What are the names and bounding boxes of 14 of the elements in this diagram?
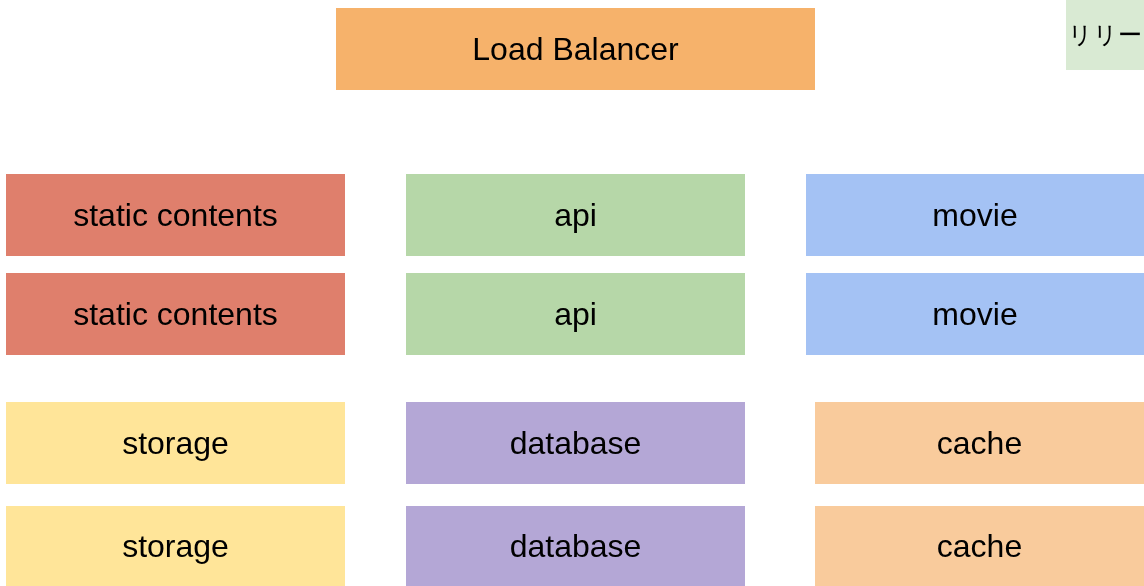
component-box: database <box>406 506 745 586</box>
component-box: Load Balancer <box>336 8 815 90</box>
component-box: api <box>406 174 745 256</box>
component-box: storage <box>6 506 345 586</box>
component-box: movie <box>806 273 1144 355</box>
component-box: cache <box>815 402 1144 484</box>
component-box: cache <box>815 506 1144 586</box>
component-box: static contents <box>6 273 345 355</box>
note-box: リリー <box>1066 0 1144 70</box>
component-box: storage <box>6 402 345 484</box>
component-box: static contents <box>6 174 345 256</box>
component-box: movie <box>806 174 1144 256</box>
component-box: database <box>406 402 745 484</box>
component-box: api <box>406 273 745 355</box>
